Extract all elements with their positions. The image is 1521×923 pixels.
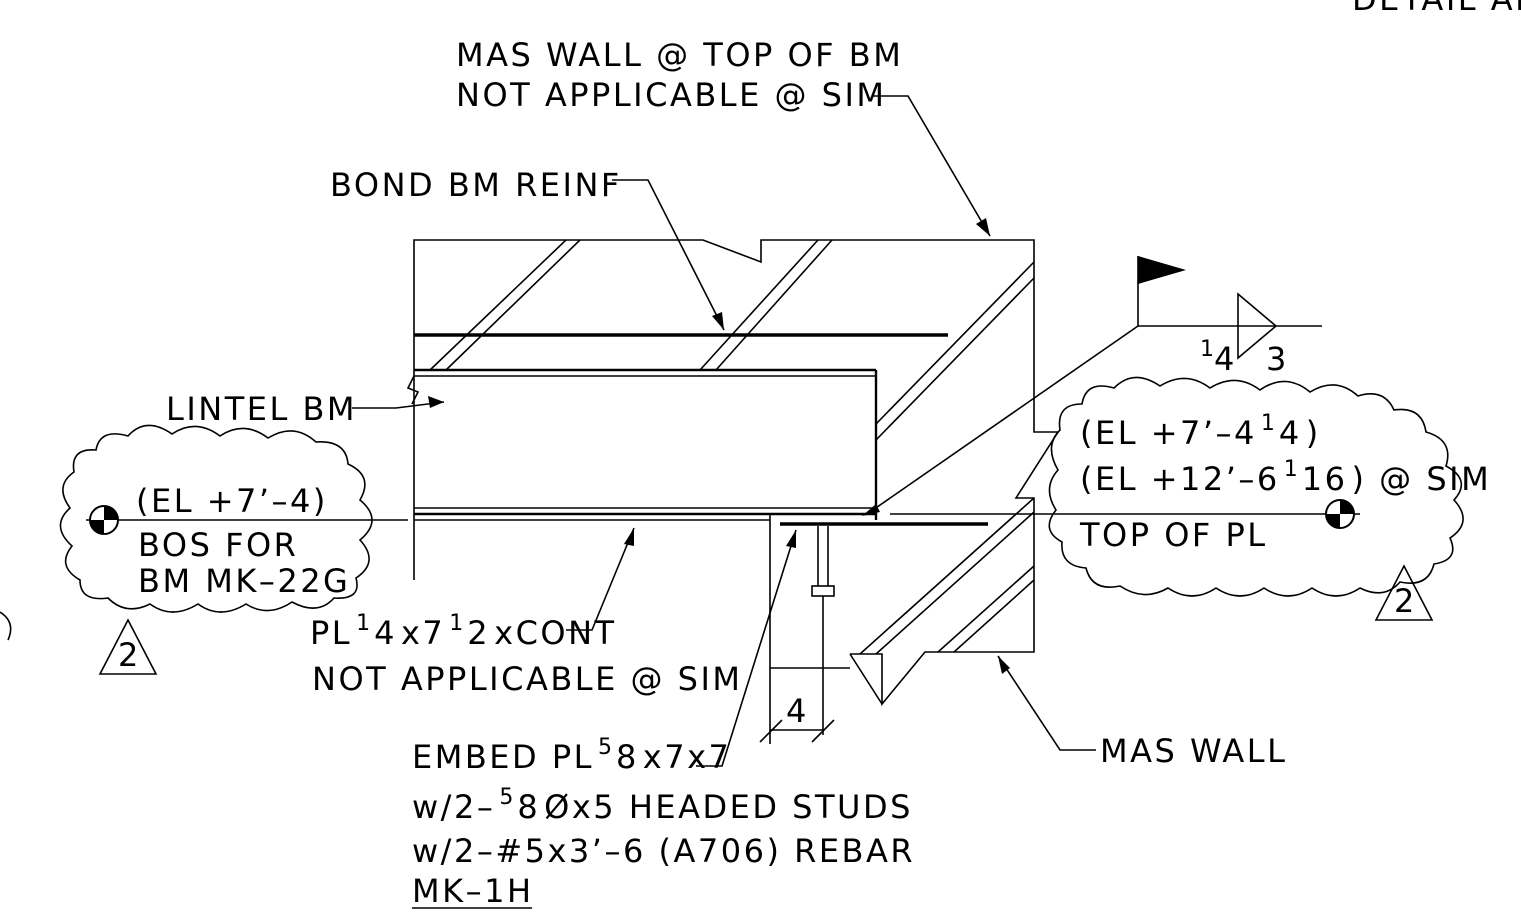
revision-number-right: 2: [1394, 582, 1417, 620]
weld-length: 3: [1266, 340, 1289, 378]
callout-mas-wall-top-line2: NOT APPLICABLE @ SIM: [456, 76, 887, 114]
callout-mas-wall: MAS WALL: [1100, 732, 1287, 770]
masonry-hatching: [429, 239, 1035, 655]
continuous-plate: [414, 514, 771, 521]
elevation-right-line3: TOP OF PL: [1079, 516, 1268, 554]
revision-triangle-right: [1374, 564, 1434, 621]
lintel-beam: [406, 368, 878, 520]
field-weld-flag-icon: [1138, 256, 1186, 284]
callout-mas-wall-top-line1: MAS WALL @ TOP OF BM: [456, 36, 903, 74]
embed-plate: [780, 522, 988, 735]
callout-rebar: w/2–#5x3’–6 (A706) REBAR: [412, 832, 915, 870]
elevation-right-line1: (EL +7’–4 1 4 ): [1080, 411, 1321, 452]
callout-plate-note: NOT APPLICABLE @ SIM: [312, 660, 743, 698]
callout-embed: EMBED PL 5 8 x7x7: [412, 735, 731, 776]
elevation-left-line2: BOS FOR: [138, 526, 298, 564]
leader-lines: [352, 95, 1139, 767]
elevation-marker-right: [1325, 499, 1355, 529]
weld-size: 1 4: [1200, 337, 1237, 378]
detail-header-fragment: DETAIL AN: [1352, 0, 1521, 18]
revision-triangle-left: [98, 618, 158, 675]
elevation-right-line2: (EL +12’–6 1 16 ) @ SIM: [1080, 457, 1491, 498]
dimension-4: [759, 668, 835, 744]
dimension-4-label: 4: [786, 692, 809, 730]
revision-cloud-right: [1048, 376, 1464, 597]
offpage-cloud-fragment: [0, 611, 12, 641]
revision-number-left: 2: [118, 636, 141, 674]
revision-cloud-left: [59, 424, 373, 613]
callout-studs: w/2– 5 8 Øx5 HEADED STUDS: [412, 785, 913, 826]
weld-symbol: [1137, 256, 1322, 360]
callout-plate: PL 1 4 x7 1 2 xCONT: [310, 611, 617, 652]
callout-mark: MK–1H: [412, 872, 534, 910]
callout-bond-bm-reinf: BOND BM REINF: [330, 166, 622, 204]
elevation-marker-left: [89, 505, 119, 535]
elevation-left-line3: BM MK–22G: [138, 562, 350, 600]
callout-lintel-bm: LINTEL BM: [166, 390, 357, 428]
elevation-left-line1: (EL +7’–4): [136, 482, 328, 520]
